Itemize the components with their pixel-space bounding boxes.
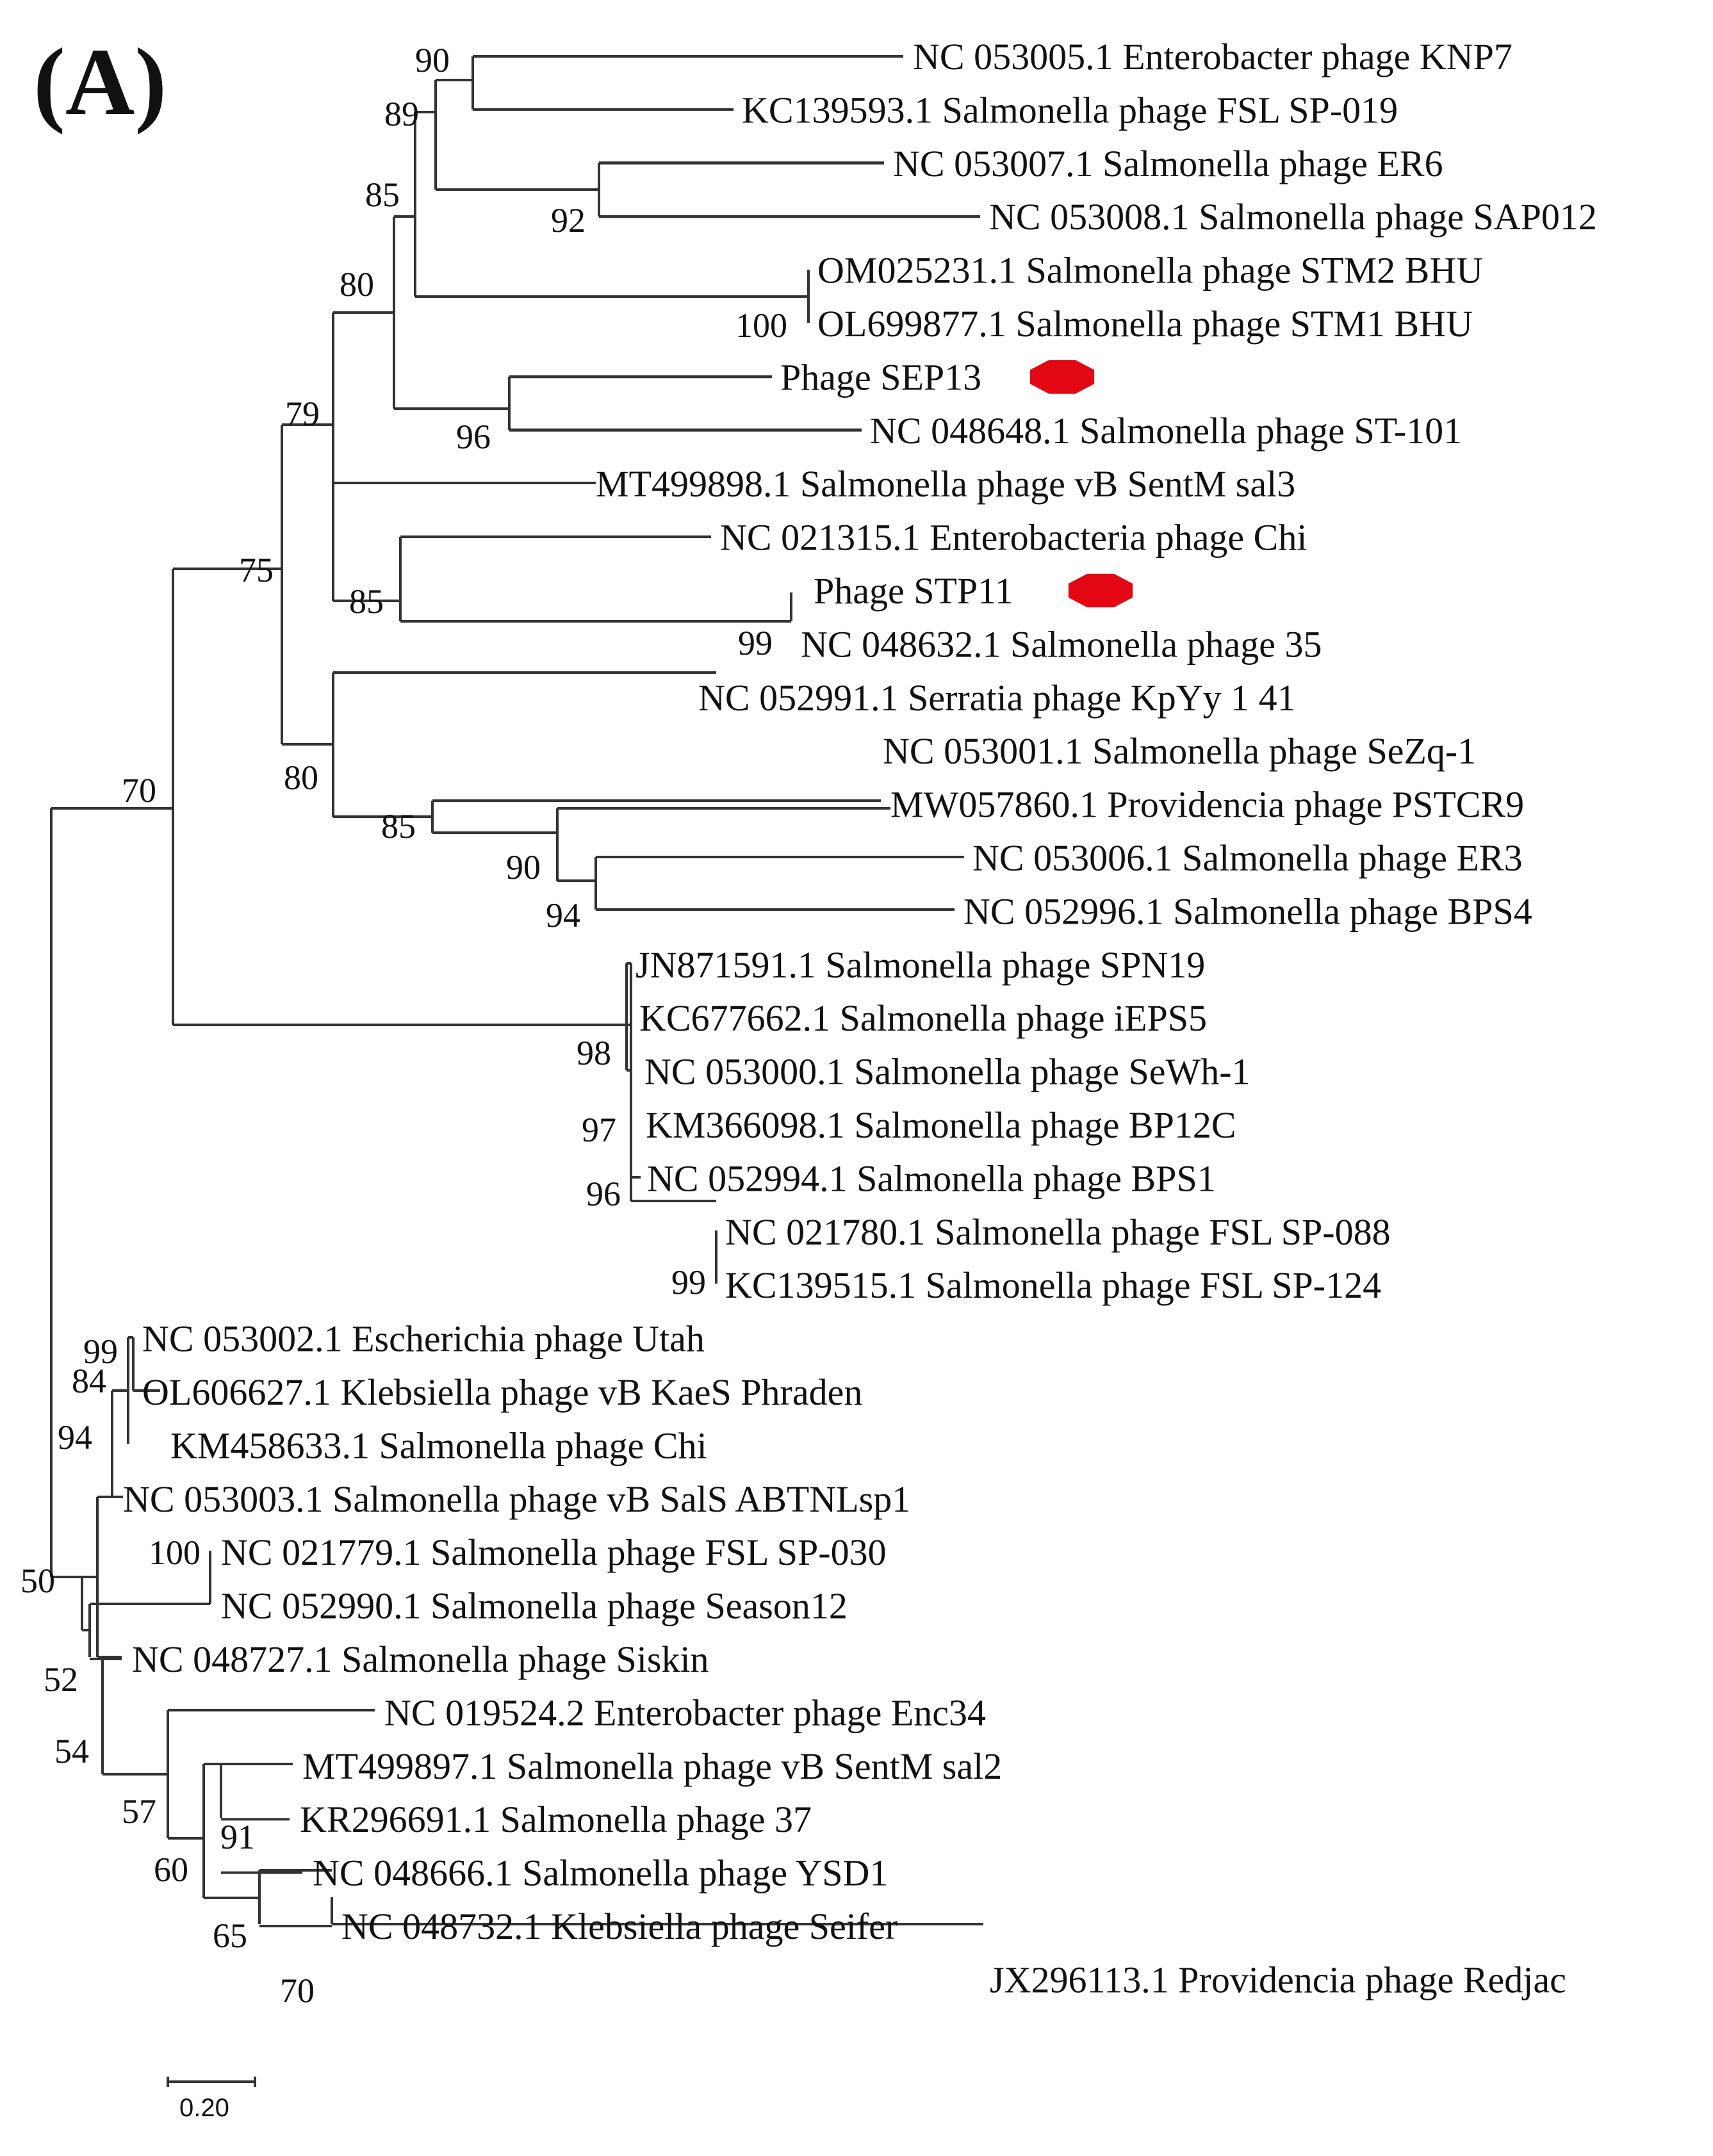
panel-label: (A) [33, 29, 167, 135]
bootstrap-value: 96 [456, 418, 491, 456]
leaf-label: NC 048648.1 Salmonella phage ST-101 [870, 410, 1462, 452]
leaf-label: NC 052996.1 Salmonella phage BPS4 [963, 890, 1532, 932]
bootstrap-value: 57 [122, 1792, 156, 1831]
bootstrap-value: 100 [735, 306, 787, 345]
bootstrap-value: 99 [83, 1332, 118, 1371]
bootstrap-value: 94 [546, 896, 580, 935]
leaf-label: NC 052994.1 Salmonella phage BPS1 [647, 1157, 1216, 1199]
leaf-label: NC 021780.1 Salmonella phage FSL SP-088 [725, 1211, 1391, 1253]
leaf-label: KC677662.1 Salmonella phage iEPS5 [639, 997, 1207, 1039]
bootstrap-value: 70 [122, 771, 156, 810]
leaf-label: NC 053002.1 Escherichia phage Utah [142, 1318, 705, 1360]
leaf-label: NC 052991.1 Serratia phage KpYy 1 41 [698, 677, 1296, 719]
leaf-label: NC 021315.1 Enterobacteria phage Chi [720, 517, 1307, 559]
leaf-label: NC 052990.1 Salmonella phage Season12 [221, 1585, 848, 1627]
highlight-marker-icon [1029, 360, 1095, 394]
bootstrap-value: 97 [582, 1111, 616, 1149]
bootstrap-value: 80 [284, 758, 318, 797]
leaf-label: NC 053001.1 Salmonella phage SeZq-1 [883, 730, 1476, 772]
bootstrap-value: 91 [220, 1818, 255, 1856]
scale-bar-line [167, 2077, 256, 2087]
leaf-label: JN871591.1 Salmonella phage SPN19 [635, 944, 1205, 986]
bootstrap-value: 54 [54, 1732, 89, 1770]
scale-bar-label: 0.20 [179, 2094, 229, 2122]
leaf-label: NC 053003.1 Salmonella phage vB SalS ABT… [123, 1478, 910, 1520]
leaf-label: NC 053006.1 Salmonella phage ER3 [972, 837, 1523, 879]
bootstrap-value: 89 [384, 95, 419, 133]
bootstrap-value: 90 [506, 848, 541, 886]
highlight-marker-icon [1068, 573, 1133, 608]
leaf-label: OL699877.1 Salmonella phage STM1 BHU [817, 303, 1473, 345]
leaf-label: NC 019524.2 Enterobacter phage Enc34 [384, 1692, 986, 1733]
bootstrap-value: 85 [365, 176, 400, 214]
leaf-label: MT499897.1 Salmonella phage vB SentM sal… [302, 1745, 1002, 1787]
leaf-label: Phage STP11 [814, 570, 1013, 612]
leaf-label: MT499898.1 Salmonella phage vB SentM sal… [596, 463, 1295, 505]
scale-bar: 0.20 [167, 2077, 256, 2122]
bootstrap-value: 96 [586, 1175, 621, 1213]
leaf-label: Phage SEP13 [780, 356, 981, 398]
leaf-label: JX296113.1 Providencia phage Redjac [990, 1959, 1566, 2000]
leaf-label: OM025231.1 Salmonella phage STM2 BHU [817, 250, 1483, 291]
bootstrap-value: 99 [671, 1263, 706, 1302]
bootstrap-value: 52 [44, 1660, 78, 1699]
bootstrap-value: 79 [285, 395, 320, 433]
leaf-label: KR296691.1 Salmonella phage 37 [300, 1799, 812, 1840]
bootstrap-value: 92 [551, 201, 586, 240]
leaf-label: OL606627.1 Klebsiella phage vB KaeS Phra… [142, 1371, 862, 1413]
leaf-label: MW057860.1 Providencia phage PSTCR9 [890, 784, 1524, 826]
leaf-label: NC 053005.1 Enterobacter phage KNP7 [913, 36, 1512, 78]
leaf-label: NC 053008.1 Salmonella phage SAP012 [989, 196, 1597, 238]
leaf-label: KC139593.1 Salmonella phage FSL SP-019 [742, 89, 1398, 131]
leaf-label: NC 053007.1 Salmonella phage ER6 [893, 143, 1443, 184]
bootstrap-value: 98 [577, 1034, 611, 1072]
bootstrap-value: 60 [154, 1850, 188, 1889]
leaf-label: NC 021779.1 Salmonella phage FSL SP-030 [221, 1531, 887, 1573]
bootstrap-value: 70 [280, 1972, 315, 2010]
bootstrap-value: 80 [340, 265, 374, 304]
leaf-label: NC 048732.1 Klebsiella phage Seifer [341, 1906, 897, 1947]
leaf-label: NC 048727.1 Salmonella phage Siskin [132, 1638, 709, 1680]
bootstrap-value: 100 [149, 1533, 201, 1572]
bootstrap-value: 85 [381, 807, 416, 845]
bootstrap-value: 65 [213, 1916, 247, 1955]
bootstrap-value: 75 [239, 551, 274, 589]
highlight-markers [1029, 360, 1133, 608]
bootstrap-values: 9089928510080967985997580859094709897969… [20, 41, 787, 2010]
leaf-labels: NC 053005.1 Enterobacter phage KNP7KC139… [123, 36, 1597, 2000]
leaf-label: NC 048632.1 Salmonella phage 35 [801, 623, 1322, 665]
bootstrap-value: 85 [349, 582, 384, 621]
leaf-label: KM366098.1 Salmonella phage BP12C [646, 1104, 1236, 1146]
leaf-label: KC139515.1 Salmonella phage FSL SP-124 [725, 1264, 1381, 1306]
bootstrap-value: 90 [415, 41, 450, 79]
tree-branches [50, 55, 983, 1927]
bootstrap-value: 50 [20, 1562, 55, 1600]
bootstrap-value: 84 [72, 1362, 106, 1400]
bootstrap-value: 99 [738, 624, 773, 662]
leaf-label: NC 053000.1 Salmonella phage SeWh-1 [644, 1051, 1250, 1093]
leaf-label: NC 048666.1 Salmonella phage YSD1 [313, 1852, 888, 1894]
bootstrap-value: 94 [58, 1418, 92, 1457]
leaf-label: KM458633.1 Salmonella phage Chi [170, 1425, 707, 1466]
